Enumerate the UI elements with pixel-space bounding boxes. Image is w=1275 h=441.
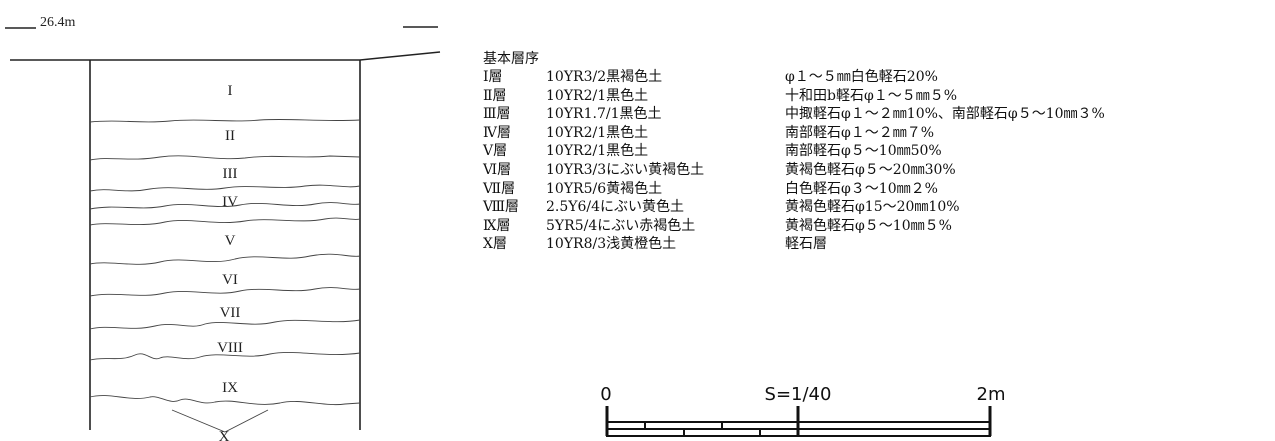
legend-soil-color: 10YR2/1黒色土 (546, 87, 649, 104)
ground-surface-line (10, 51, 441, 61)
layer-boundary (89, 184, 361, 192)
layer-number: VII (220, 305, 241, 321)
legend-layer: Ⅰ層 (483, 69, 503, 85)
layer-boundary (89, 118, 361, 123)
legend-description: φ１～５㎜白色軽石20% (785, 69, 938, 85)
layer-number: IV (222, 194, 238, 210)
legend-row: Ⅹ層 10YR8/3浅黄橙色土 軽石層 (483, 235, 827, 254)
legend-description: 南部軽石φ１～２㎜７% (785, 124, 935, 141)
layer-boundary (89, 395, 361, 406)
legend-description: 黄褐色軽石φ５～20㎜30% (785, 161, 956, 178)
legend-soil-color: 10YR5/6黄褐色土 (546, 180, 663, 197)
legend-layer: Ⅳ層 (483, 124, 511, 141)
scale-bar: 0 S=1/40 2m (600, 384, 1006, 437)
legend-row: Ⅲ層 10YR1.7/1黒色土 中掫軽石φ１～２㎜10%、南部軽石φ５～10㎜３% (483, 105, 1105, 124)
legend-layer: Ⅸ層 (483, 217, 511, 234)
legend-row: Ⅴ層 10YR2/1黒色土 南部軽石φ５～10㎜50% (483, 142, 942, 161)
layer-boundary (89, 253, 361, 265)
layer-boundary (89, 287, 361, 297)
layer-legend: 基本層序 Ⅰ層 10YR3/2黒褐色土 φ１～５㎜白色軽石20% Ⅱ層 10YR2/1… (483, 50, 1105, 254)
layer-number: V (225, 233, 236, 249)
legend-row: Ⅳ層 10YR2/1黒色土 南部軽石φ１～２㎜７% (483, 124, 934, 143)
legend-description: 十和田b軽石φ１～５㎜５% (785, 87, 958, 104)
layer-number: X (219, 429, 230, 441)
layer-number: VIII (217, 340, 243, 356)
layer-number: III (223, 166, 238, 182)
layer-boundary (89, 202, 361, 210)
legend-layer: Ⅶ層 (483, 180, 516, 197)
legend-soil-color: 5YR5/4にぶい赤褐色土 (546, 217, 696, 234)
legend-soil-color: 10YR2/1黒色土 (546, 143, 649, 160)
legend-description: 黄褐色軽石φ５～10㎜５% (785, 217, 952, 234)
legend-soil-color: 10YR8/3浅黄橙色土 (546, 236, 677, 253)
legend-row: Ⅷ層 2.5Y6/4にぶい黄色土 黄褐色軽石φ15～20㎜10% (483, 198, 960, 217)
legend-description: 黄褐色軽石φ15～20㎜10% (785, 199, 960, 216)
legend-soil-color: 10YR3/3にぶい黄褐色土 (546, 161, 705, 178)
legend-row: Ⅶ層 10YR5/6黄褐色土 白色軽石φ３～10㎜２% (483, 180, 938, 199)
layer-number: II (225, 128, 235, 144)
scale-ratio-label: S=1/40 (765, 384, 832, 405)
legend-description: 白色軽石φ３～10㎜２% (785, 180, 938, 197)
legend-soil-color: 2.5Y6/4にぶい黄色土 (546, 199, 685, 216)
legend-layer: Ⅲ層 (483, 106, 511, 123)
legend-row: Ⅱ層 10YR2/1黒色土 十和田b軽石φ１～５㎜５% (483, 87, 957, 106)
layer-number: IX (222, 380, 238, 396)
elevation-label: 26.4m (40, 15, 76, 30)
layer-boundary (89, 217, 361, 226)
scale-start-label: 0 (600, 384, 611, 405)
legend-title: 基本層序 (483, 51, 539, 67)
layer-number: I (228, 83, 233, 99)
legend-description: 南部軽石φ５～10㎜50% (785, 143, 942, 160)
layer-boundary (89, 352, 361, 361)
layer-number: VI (222, 272, 238, 288)
layer-boundary (89, 155, 361, 161)
legend-description: 軽石層 (785, 236, 827, 253)
legend-soil-color: 10YR3/2黒褐色土 (546, 69, 663, 85)
layer-boundary (89, 319, 361, 330)
legend-layer: Ⅱ層 (483, 87, 507, 104)
scale-end-label: 2m (977, 384, 1006, 405)
soil-profile-section: 26.4m I II III IV V VI VII VIII IX X (5, 15, 441, 441)
legend-row: Ⅸ層 5YR5/4にぶい赤褐色土 黄褐色軽石φ５～10㎜５% (483, 217, 952, 236)
legend-row: Ⅵ層 10YR3/3にぶい黄褐色土 黄褐色軽石φ５～20㎜30% (483, 161, 956, 180)
legend-soil-color: 10YR1.7/1黒色土 (546, 106, 662, 123)
legend-layer: Ⅴ層 (483, 143, 508, 160)
legend-layer: Ⅷ層 (483, 199, 520, 216)
legend-layer: Ⅹ層 (483, 236, 507, 253)
legend-soil-color: 10YR2/1黒色土 (546, 124, 649, 141)
legend-description: 中掫軽石φ１～２㎜10%、南部軽石φ５～10㎜３% (785, 106, 1105, 123)
legend-layer: Ⅵ層 (483, 161, 512, 178)
legend-row: Ⅰ層 10YR3/2黒褐色土 φ１～５㎜白色軽石20% (483, 68, 938, 87)
layer-boundary (171, 409, 269, 433)
